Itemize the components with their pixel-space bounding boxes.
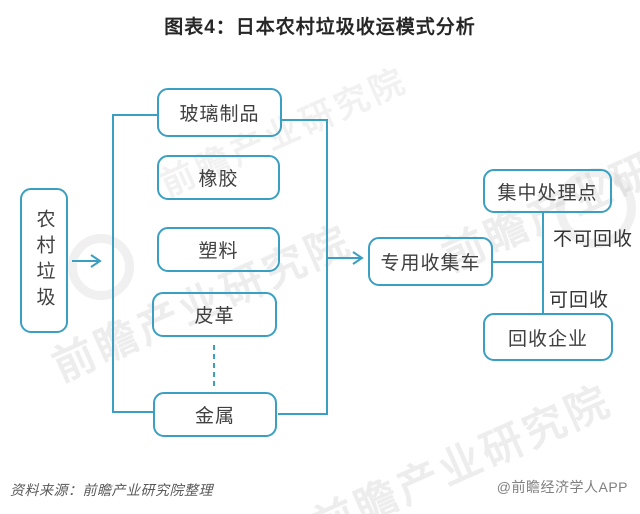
node-metal: 金属 xyxy=(153,392,277,437)
arrowhead-icon xyxy=(352,251,364,265)
source-note: 资料来源：前瞻产业研究院整理 xyxy=(10,482,213,498)
node-processing-point: 集中处理点 xyxy=(483,169,612,213)
figure-title: 图表4：日本农村垃圾收运模式分析 xyxy=(164,17,476,38)
right-bracket-line xyxy=(278,119,328,415)
node-plastic: 塑料 xyxy=(157,227,280,272)
node-glass-products: 玻璃制品 xyxy=(157,88,282,137)
arrowhead-icon xyxy=(90,254,102,268)
left-bracket-line xyxy=(112,114,157,413)
node-rural-garbage: 农村垃圾 xyxy=(20,188,68,333)
edge-label-non-recyclable: 不可回收 xyxy=(553,229,634,250)
edge-label-recyclable: 可回收 xyxy=(549,290,610,311)
credit-note: @前瞻经济学人APP xyxy=(496,479,628,495)
node-leather: 皮革 xyxy=(152,292,277,337)
node-recycling-enterprise: 回收企业 xyxy=(483,313,613,361)
node-rubber: 橡胶 xyxy=(157,155,280,200)
node-collection-vehicle: 专用收集车 xyxy=(368,237,493,286)
